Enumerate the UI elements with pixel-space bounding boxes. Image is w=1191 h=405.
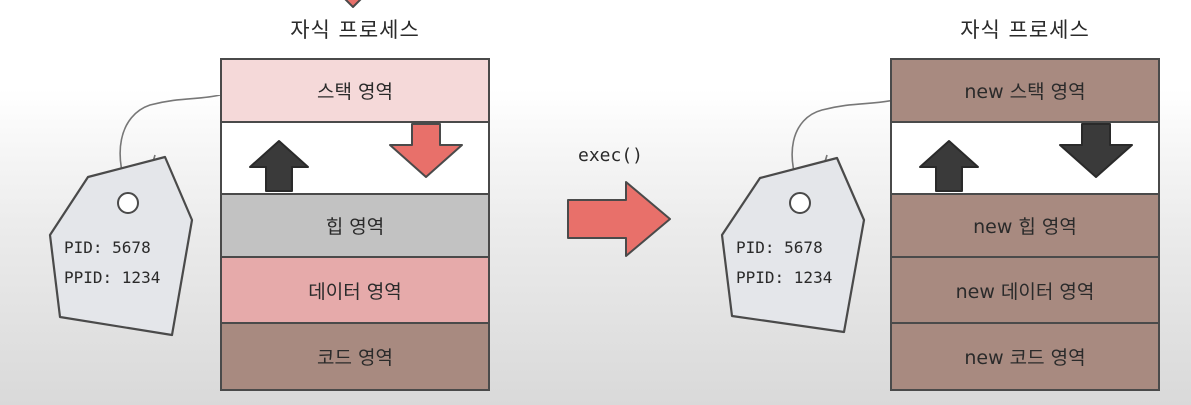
- exec-label: exec(): [578, 145, 644, 166]
- right-process-title: 자식 프로세스: [960, 18, 1090, 42]
- stack-grow-down-arrow-icon: [389, 123, 463, 178]
- left-tag-ppid: PPID: 1234: [64, 268, 161, 287]
- left-memory-layout: 스택 영역 힙 영역 데이터 영역 코드 영역: [220, 58, 490, 391]
- right-tag-pid: PID: 5678: [736, 238, 823, 257]
- heap-grow-up-arrow-icon: [249, 140, 309, 192]
- left-process-tag-icon: [48, 95, 221, 337]
- incoming-arrow-icon: [344, 0, 362, 8]
- right-tag-ppid: PPID: 1234: [736, 268, 833, 287]
- right-data-segment: new 데이터 영역: [892, 258, 1158, 324]
- right-free-space: [892, 123, 1158, 195]
- right-process-tag-icon: [720, 100, 895, 334]
- left-tag-pid: PID: 5678: [64, 238, 151, 257]
- left-free-space: [222, 123, 488, 195]
- left-data-segment: 데이터 영역: [222, 258, 488, 324]
- new-stack-grow-down-arrow-icon: [1059, 123, 1133, 178]
- left-stack-segment: 스택 영역: [222, 60, 488, 123]
- left-process-title: 자식 프로세스: [290, 18, 420, 42]
- right-memory-layout: new 스택 영역 new 힙 영역 new 데이터 영역 new 코드 영역: [890, 58, 1160, 391]
- right-stack-segment: new 스택 영역: [892, 60, 1158, 123]
- right-code-segment: new 코드 영역: [892, 324, 1158, 389]
- new-heap-grow-up-arrow-icon: [919, 140, 979, 192]
- left-code-segment: 코드 영역: [222, 324, 488, 389]
- right-heap-segment: new 힙 영역: [892, 195, 1158, 258]
- exec-arrow-icon: [567, 181, 671, 257]
- left-heap-segment: 힙 영역: [222, 195, 488, 258]
